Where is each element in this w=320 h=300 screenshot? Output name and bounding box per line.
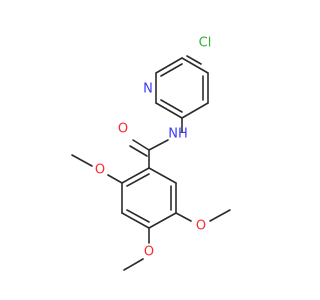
bond bbox=[121, 167, 150, 184]
methoxy-oxygen-right-label: O bbox=[196, 219, 206, 234]
bond bbox=[129, 145, 148, 157]
molecule-canvas: Cl N NH O O O O bbox=[71, 35, 231, 271]
bond bbox=[132, 139, 150, 151]
methoxy-oxygen-left-atom: O bbox=[95, 163, 105, 178]
methoxy-oxygen-bottom-label: O bbox=[144, 245, 154, 260]
bonds bbox=[71, 55, 231, 271]
chlorine-label: Cl bbox=[199, 36, 212, 51]
bond bbox=[186, 55, 202, 65]
chlorine-atom: Cl bbox=[199, 36, 212, 51]
methoxy-oxygen-right-atom: O bbox=[196, 219, 206, 234]
methoxy-oxygen-bottom-atom: O bbox=[144, 245, 154, 260]
bond bbox=[107, 174, 123, 184]
bond bbox=[160, 63, 183, 77]
bond bbox=[148, 167, 177, 184]
bond bbox=[175, 212, 192, 222]
carbonyl-oxygen-atom: O bbox=[118, 122, 128, 137]
bond bbox=[126, 173, 150, 187]
bond bbox=[160, 99, 183, 113]
methoxy-oxygen-left-label: O bbox=[95, 163, 105, 178]
pyridine-nitrogen-label: N bbox=[143, 82, 153, 97]
bond bbox=[181, 57, 209, 74]
bond bbox=[71, 154, 93, 167]
bond bbox=[126, 209, 150, 223]
bond bbox=[123, 258, 144, 271]
bond bbox=[209, 209, 231, 222]
bond bbox=[155, 102, 183, 119]
bond bbox=[121, 212, 150, 229]
amide-nitrogen-atom: NH bbox=[168, 127, 188, 142]
bond bbox=[155, 57, 183, 74]
atom-labels: Cl N NH O O O O bbox=[95, 36, 211, 260]
pyridine-nitrogen-atom: N bbox=[143, 82, 153, 97]
bond bbox=[148, 139, 169, 151]
structure-drawing: Cl N NH O O O O bbox=[71, 36, 231, 271]
carbonyl-oxygen-label: O bbox=[118, 122, 128, 137]
bond bbox=[148, 212, 177, 229]
amide-nitrogen-label: NH bbox=[168, 127, 188, 142]
bond bbox=[181, 102, 209, 119]
